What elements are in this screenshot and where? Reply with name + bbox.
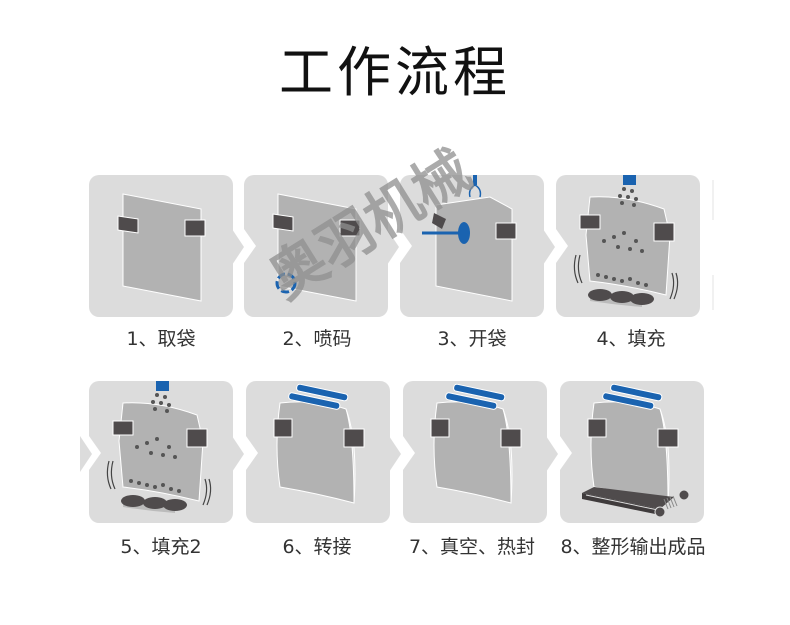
conveyor-belt-icon xyxy=(582,487,690,518)
vacuum-heat-seal-icon xyxy=(403,383,522,504)
arrow-connector-6 xyxy=(389,436,405,476)
step-4-panel xyxy=(556,175,700,317)
transfer-icon xyxy=(246,383,365,504)
bag-pick-icon xyxy=(117,193,206,302)
arrow-connector-1 xyxy=(232,229,248,269)
step-7-panel xyxy=(403,381,547,523)
page-title: 工作流程 xyxy=(279,41,511,104)
step-1-panel xyxy=(89,175,233,317)
arrow-connector-4 xyxy=(80,436,96,476)
bag-open-icon xyxy=(400,175,517,302)
arrow-connector-5 xyxy=(232,436,248,476)
step-3-label: 3、开袋 xyxy=(437,328,507,350)
shape-output-icon xyxy=(560,383,690,518)
step-4-label: 4、填充 xyxy=(596,328,666,350)
fill-icon xyxy=(556,175,679,307)
step-1-label: 1、取袋 xyxy=(126,328,196,350)
inkjet-code-icon xyxy=(244,193,361,302)
step-8-label: 8、整形输出成品 xyxy=(560,536,706,558)
step-3-panel xyxy=(400,175,544,317)
step-2-panel xyxy=(244,175,388,317)
arrow-connector-2 xyxy=(387,229,403,269)
step-5-label: 5、填充2 xyxy=(120,536,202,558)
arrow-connector-3 xyxy=(543,229,559,269)
step-6-label: 6、转接 xyxy=(282,536,352,558)
arrow-connector-7 xyxy=(546,436,562,476)
step-6-panel xyxy=(246,381,390,523)
step-5-panel xyxy=(89,381,233,523)
step-2-label: 2、喷码 xyxy=(282,328,352,350)
step-8-panel xyxy=(560,381,704,523)
row-end-marker-1 xyxy=(712,180,716,314)
step-7-label: 7、真空、热封 xyxy=(408,536,536,558)
fill-secondary-icon xyxy=(89,381,212,513)
